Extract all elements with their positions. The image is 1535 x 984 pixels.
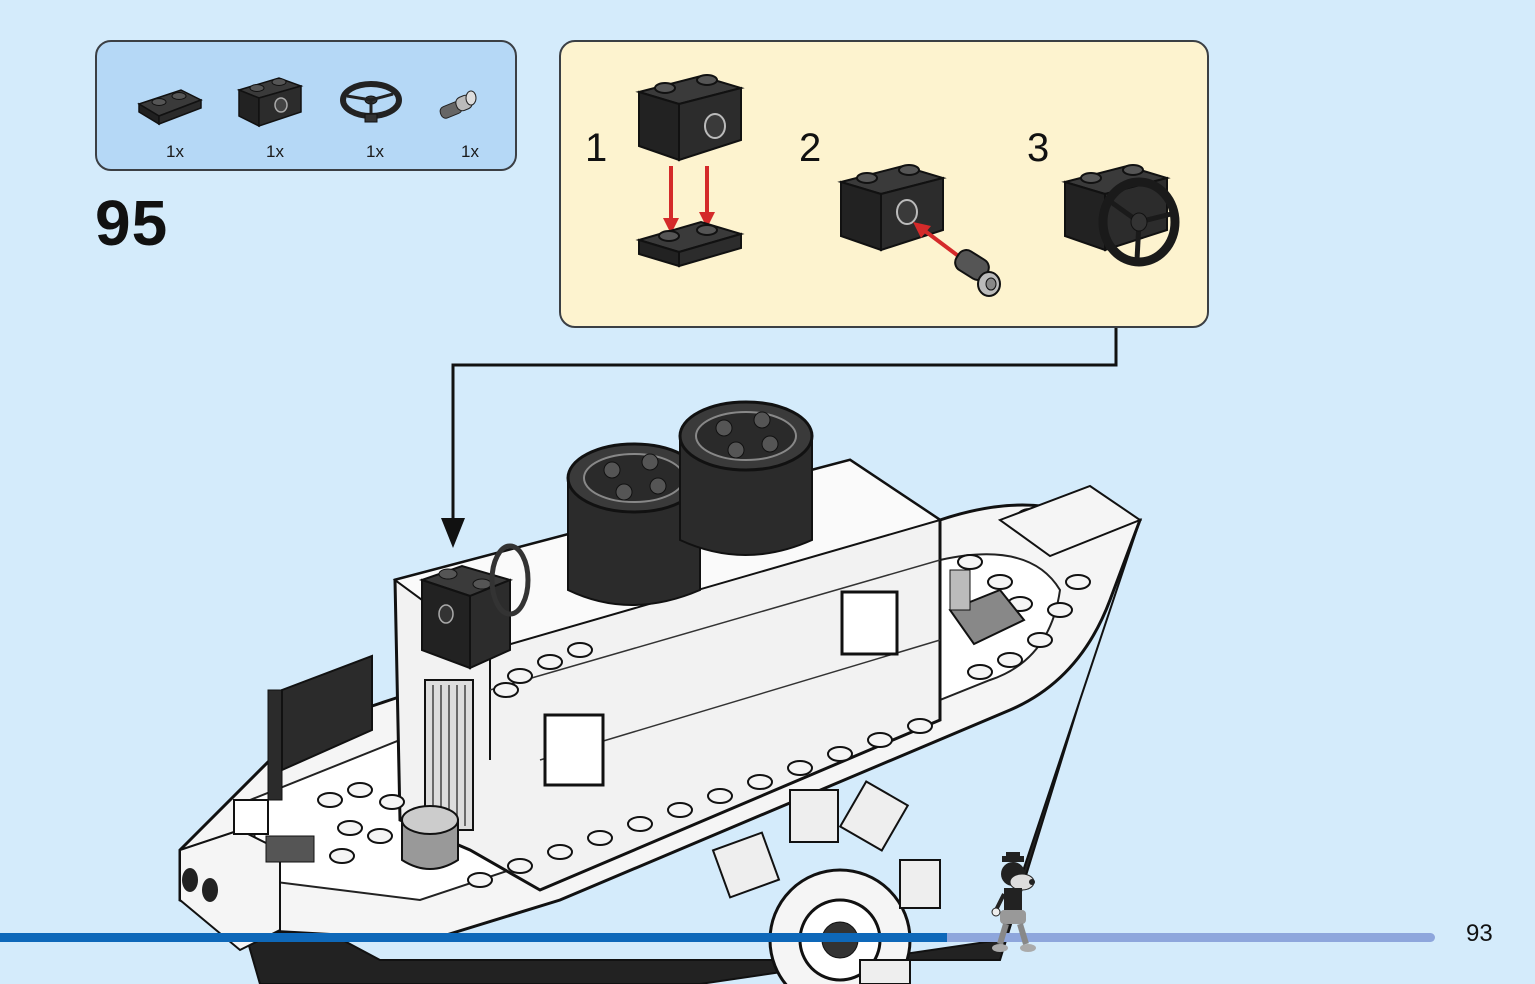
part-qty: 1x	[266, 142, 284, 161]
part-qty: 1x	[166, 142, 184, 161]
sub-step-number-3: 3	[1027, 126, 1050, 170]
part-qty: 1x	[366, 142, 384, 161]
black-technic-brick-1x2-icon	[236, 77, 304, 128]
sub-step-2-illustration	[837, 164, 1001, 297]
part-steering-wheel: 1x	[335, 60, 415, 161]
mascot-icon	[991, 852, 1036, 952]
gray-pin-icon	[439, 90, 477, 119]
black-steering-wheel-icon	[340, 81, 402, 123]
sub-assembly-box: 1 2 3	[559, 40, 1209, 328]
part-qty: 1x	[461, 142, 479, 161]
sub-step-1-illustration	[635, 74, 745, 268]
sub-step-number-1: 1	[585, 126, 608, 170]
page-number: 93	[1466, 920, 1493, 947]
part-technic-brick: 1x	[235, 60, 315, 161]
progress-fill	[0, 933, 948, 942]
sub-step-number-2: 2	[799, 126, 822, 170]
part-pin: 1x	[430, 60, 510, 161]
step-number: 95	[95, 187, 169, 259]
black-plate-1x2-icon	[137, 89, 203, 126]
part-plate: 1x	[135, 60, 215, 161]
progress-bar	[0, 933, 1435, 942]
sub-step-3-illustration	[1061, 164, 1180, 267]
parts-list-box: 1x 1x 1x 1x	[95, 40, 517, 171]
